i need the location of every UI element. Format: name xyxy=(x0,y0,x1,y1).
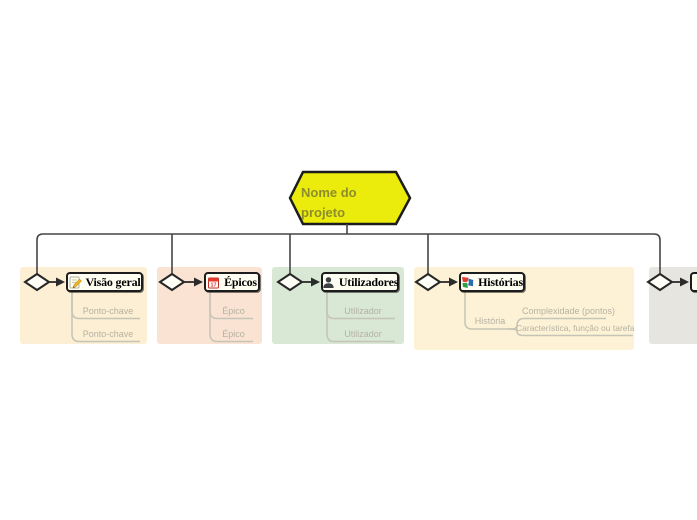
subtopic-connector-lines xyxy=(71,292,633,343)
collapse-diamond-partial[interactable] xyxy=(646,272,674,292)
subtopic-ponto-chave-2[interactable]: Ponto-chave xyxy=(82,329,134,339)
subtopic-complexidade[interactable]: Complexidade (pontos) xyxy=(522,306,616,316)
subtopic-caracteristica[interactable]: Característica, função ou tarefa xyxy=(516,323,635,333)
branch-node-label: Épicos xyxy=(224,274,257,289)
collapse-diamond-visao-geral[interactable] xyxy=(23,272,51,292)
branch-node-label: Utilizadores xyxy=(338,274,399,289)
branch-node-historias[interactable]: Histórias xyxy=(459,272,525,292)
collapse-diamond-epicos[interactable] xyxy=(158,272,186,292)
branch-arrow-heads xyxy=(56,277,689,287)
branch-node-label: Visão geral xyxy=(85,274,141,289)
subtopic-historia[interactable]: História xyxy=(474,316,506,326)
root-connector-lines xyxy=(36,224,661,274)
collapse-diamond-utilizadores[interactable] xyxy=(276,272,304,292)
calendar-day-number: 17 xyxy=(211,282,217,288)
branch-node-partial[interactable] xyxy=(690,272,697,292)
subtopic-epico-2[interactable]: Épico xyxy=(222,329,245,339)
root-node-label[interactable]: Nome do projeto xyxy=(301,185,357,220)
collapse-diamond-historias[interactable] xyxy=(414,272,442,292)
memo-pencil-icon xyxy=(69,276,82,289)
subtopic-utilizador-2[interactable]: Utilizador xyxy=(344,329,382,339)
branch-node-epicos[interactable]: 17 Épicos xyxy=(204,272,260,292)
person-icon xyxy=(323,276,334,288)
calendar-icon: 17 xyxy=(208,277,220,288)
subtopic-ponto-chave-1[interactable]: Ponto-chave xyxy=(82,306,134,316)
branch-node-label: Histórias xyxy=(478,274,523,289)
pinwheel-icon xyxy=(462,276,474,288)
root-node-shape[interactable] xyxy=(288,170,412,226)
branch-node-visao-geral[interactable]: Visão geral xyxy=(66,272,143,292)
subtopic-epico-1[interactable]: Épico xyxy=(222,306,245,316)
branch-node-utilizadores[interactable]: Utilizadores xyxy=(321,272,399,292)
subtopic-utilizador-1[interactable]: Utilizador xyxy=(344,306,382,316)
